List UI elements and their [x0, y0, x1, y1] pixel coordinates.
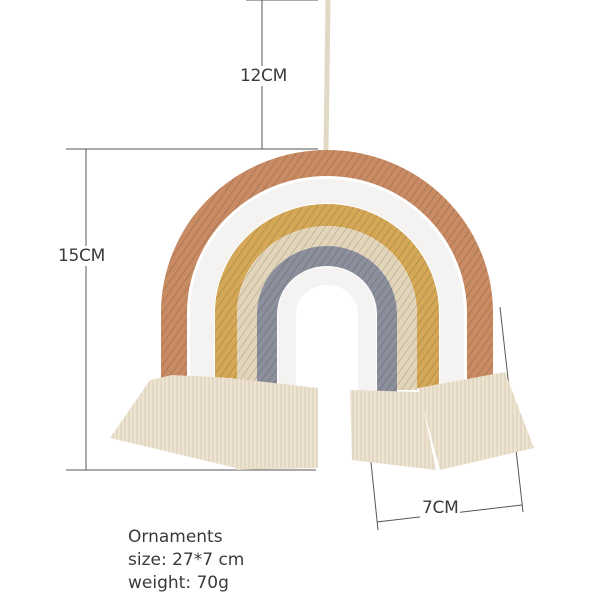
specs-size: size: 27*7 cm [128, 550, 245, 570]
specs-weight: weight: 70g [128, 573, 229, 593]
arch-white [190, 179, 464, 392]
left-fringe-texture [110, 375, 236, 468]
arch-mustard-texture [215, 204, 439, 388]
arch-white-inner [278, 267, 376, 396]
right-fringe-texture [350, 390, 436, 470]
arch-cream-texture [237, 226, 417, 390]
arch-terracotta-texture [161, 150, 493, 388]
specs-title: Ornaments [128, 527, 223, 547]
left-fringe-inner-texture [230, 378, 318, 470]
right-fringe-outer-texture [418, 372, 534, 470]
rainbow-arches [161, 150, 493, 396]
hanger-length-label: 12CM [238, 66, 289, 86]
hanging-cord [323, 0, 331, 155]
product-specs: Ornaments size: 27*7 cm weight: 70g [128, 526, 244, 595]
arch-gray-texture [257, 246, 397, 392]
height-label: 15CM [56, 246, 107, 266]
width-label: 7CM [420, 498, 461, 518]
fringe-tassels [110, 372, 534, 470]
